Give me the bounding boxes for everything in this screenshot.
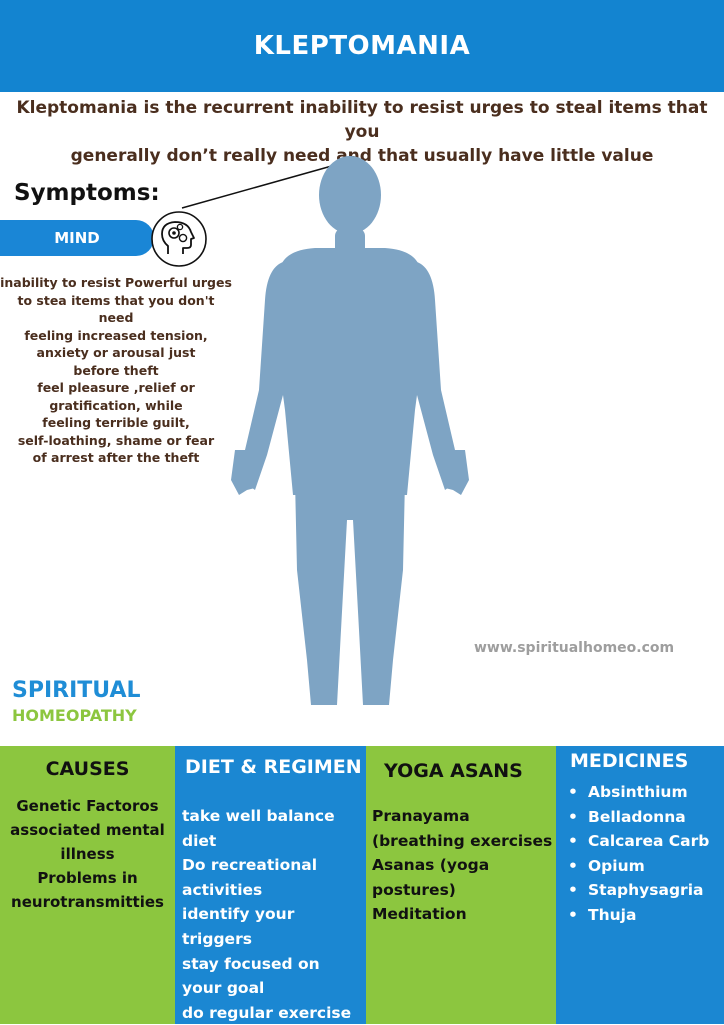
medicine-item: Thuja (568, 903, 709, 928)
intro-definition: Kleptomania is the recurrent inability t… (0, 96, 724, 168)
page-title: KLEPTOMANIA (253, 31, 471, 61)
list-item: postures) (372, 880, 456, 899)
yoga-heading: YOGA ASANS (384, 760, 523, 782)
list-item: activities (182, 880, 263, 899)
causes-list: Genetic Factoros associated mental illne… (0, 794, 175, 914)
mind-symptoms-text: inability to resist Powerful urges to st… (0, 274, 232, 467)
symptom-line: feeling terrible guilt, (42, 415, 190, 430)
causes-heading: CAUSES (45, 758, 130, 780)
head-gears-icon (151, 211, 207, 267)
symptom-line: feeling increased tension, (24, 327, 208, 343)
diet-list: take well balance diet Do recreational a… (182, 804, 366, 1025)
brand-logo-line1: SPIRITUAL (12, 678, 141, 703)
causes-column: CAUSES Genetic Factoros associated menta… (0, 746, 175, 1024)
list-item: Asanas (yoga (372, 856, 490, 875)
symptom-line: of arrest after the theft (32, 450, 200, 465)
diet-heading: DIET & REGIMEN (185, 756, 362, 778)
medicine-item: Belladonna (568, 805, 709, 830)
medicine-item: Staphysagria (568, 878, 709, 903)
symptom-line: anxiety or arousal just (36, 345, 196, 360)
medicine-item: Calcarea Carb (568, 829, 709, 854)
medicines-list: Absinthium Belladonna Calcarea Carb Opiu… (568, 780, 709, 928)
medicines-column: MEDICINES Absinthium Belladonna Calcarea… (556, 746, 724, 1024)
intro-line: Kleptomania is the recurrent inability t… (16, 98, 708, 142)
yoga-column: YOGA ASANS Pranayama (breathing exercise… (366, 746, 556, 1024)
list-item: do regular exercise (182, 1003, 352, 1022)
yoga-list: Pranayama (breathing exercises Asanas (y… (372, 804, 556, 927)
diet-column: DIET & REGIMEN take well balance diet Do… (175, 746, 366, 1024)
list-item: neurotransmitties (11, 893, 164, 911)
symptom-line: before theft (73, 362, 159, 378)
list-item: your goal (182, 979, 265, 998)
mind-pill: MIND (0, 220, 154, 256)
medicines-heading: MEDICINES (570, 750, 689, 772)
list-item: triggers (182, 929, 252, 948)
website-url: www.spiritualhomeo.com (474, 640, 675, 656)
list-item: Pranayama (372, 807, 470, 825)
brand-logo-line2: HOMEOPATHY (12, 706, 137, 725)
symptom-line: to stea items that you don't need (17, 292, 215, 326)
list-item: identify your (182, 905, 295, 924)
list-item: stay focused on (182, 954, 320, 973)
list-item: Do recreational (182, 856, 318, 875)
list-item: associated mental (10, 821, 165, 839)
medicine-item: Absinthium (568, 780, 709, 805)
intro-line: generally don’t really need and that usu… (70, 146, 654, 166)
list-item: illness (60, 845, 115, 863)
list-item: take well balance (182, 807, 335, 825)
header-banner: KLEPTOMANIA (0, 0, 724, 92)
mind-label: MIND (54, 229, 100, 247)
list-item: (breathing exercises (372, 831, 553, 850)
symptom-line: feel pleasure ,relief or (37, 380, 195, 395)
symptom-line: inability to resist Powerful urges (0, 275, 232, 290)
list-item: Genetic Factoros (16, 797, 159, 815)
medicine-item: Opium (568, 854, 709, 879)
list-item: Meditation (372, 905, 467, 924)
list-item: diet (182, 831, 217, 850)
symptoms-heading: Symptoms: (14, 180, 160, 206)
symptom-line: gratification, while (49, 397, 183, 413)
symptom-line: self-loathing, shame or fear (17, 432, 215, 448)
list-item: Problems in (37, 869, 138, 887)
human-body-illustration (231, 156, 469, 705)
